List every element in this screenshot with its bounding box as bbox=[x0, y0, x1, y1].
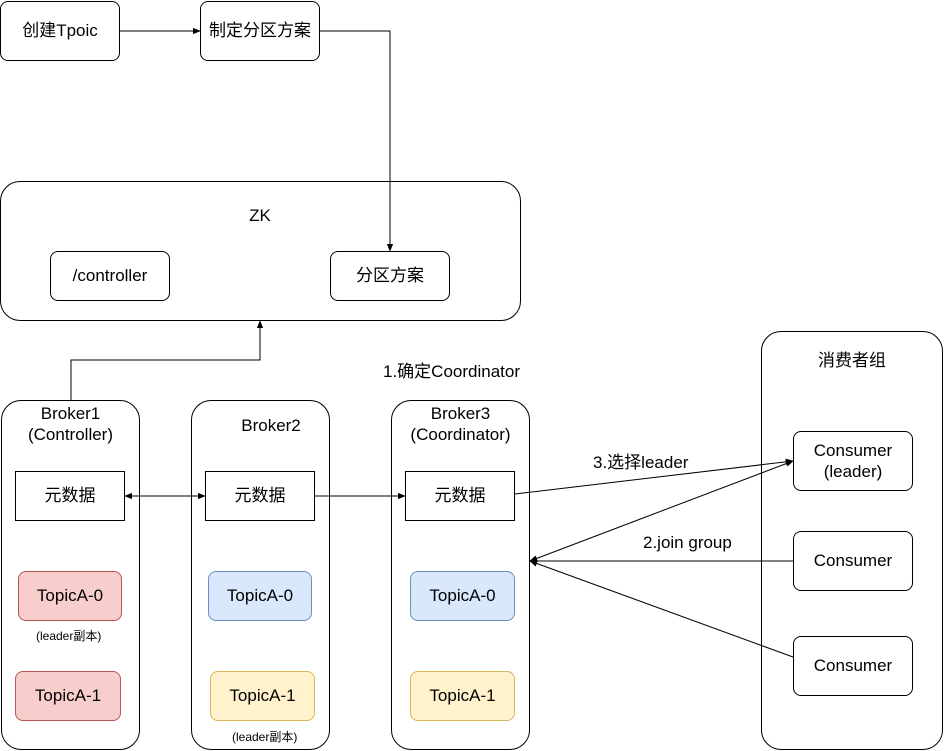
step1-label: 1.确定Coordinator bbox=[383, 362, 521, 381]
edge-select-leader bbox=[514, 458, 794, 495]
broker3-title: Broker3 (Coordinator) bbox=[410, 404, 511, 445]
consumer-group-title: 消费者组 bbox=[818, 351, 886, 370]
zk-title: ZK bbox=[249, 206, 271, 225]
partition-plan-node: 分区方案 bbox=[330, 251, 450, 301]
broker1-title: Broker1 (Controller) bbox=[27, 404, 114, 445]
broker3-metadata: 元数据 bbox=[405, 471, 515, 521]
edge-consumer3-join bbox=[529, 560, 794, 658]
broker2-metadata: 元数据 bbox=[205, 471, 315, 521]
make-partition-plan-box: 制定分区方案 bbox=[200, 1, 320, 61]
broker2-leader-replica-note: (leader副本) bbox=[232, 730, 298, 744]
broker1-leader-replica-note: (leader副本) bbox=[36, 629, 102, 643]
broker1-topica-1: TopicA-1 bbox=[15, 671, 121, 721]
edge-leader-join bbox=[529, 460, 794, 562]
broker3-topica-0: TopicA-0 bbox=[410, 571, 515, 621]
edge-broker1-to-zk bbox=[70, 320, 264, 400]
consumer-leader: Consumer (leader) bbox=[793, 431, 913, 491]
broker1-metadata: 元数据 bbox=[15, 471, 125, 521]
broker2-title: Broker2 bbox=[241, 416, 301, 435]
edge-plan-to-zk bbox=[320, 30, 394, 252]
consumer-2: Consumer bbox=[793, 531, 913, 591]
broker2-topica-1: TopicA-1 bbox=[210, 671, 315, 721]
broker2-topica-0: TopicA-0 bbox=[208, 571, 312, 621]
broker1-topica-0: TopicA-0 bbox=[18, 571, 122, 621]
broker3-topica-1: TopicA-1 bbox=[410, 671, 515, 721]
controller-node: /controller bbox=[50, 251, 170, 301]
create-topic-box: 创建Tpoic bbox=[0, 1, 120, 61]
consumer-3: Consumer bbox=[793, 636, 913, 696]
